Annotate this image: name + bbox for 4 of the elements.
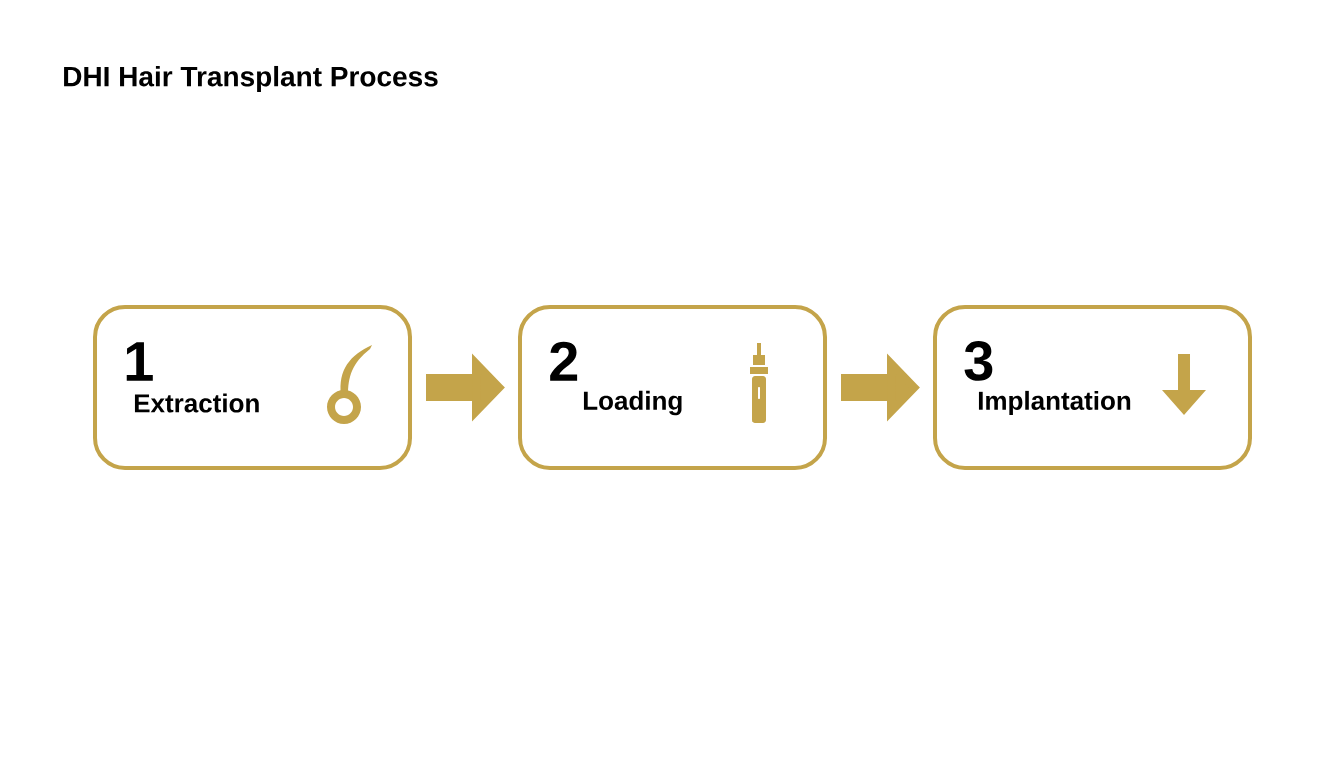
step-box: 1 Extraction [93,305,412,470]
step-box: 3 Implantation [933,305,1252,470]
title: DHI Hair Transplant Process [64,65,438,93]
step-box: 2 Loading [518,305,827,470]
